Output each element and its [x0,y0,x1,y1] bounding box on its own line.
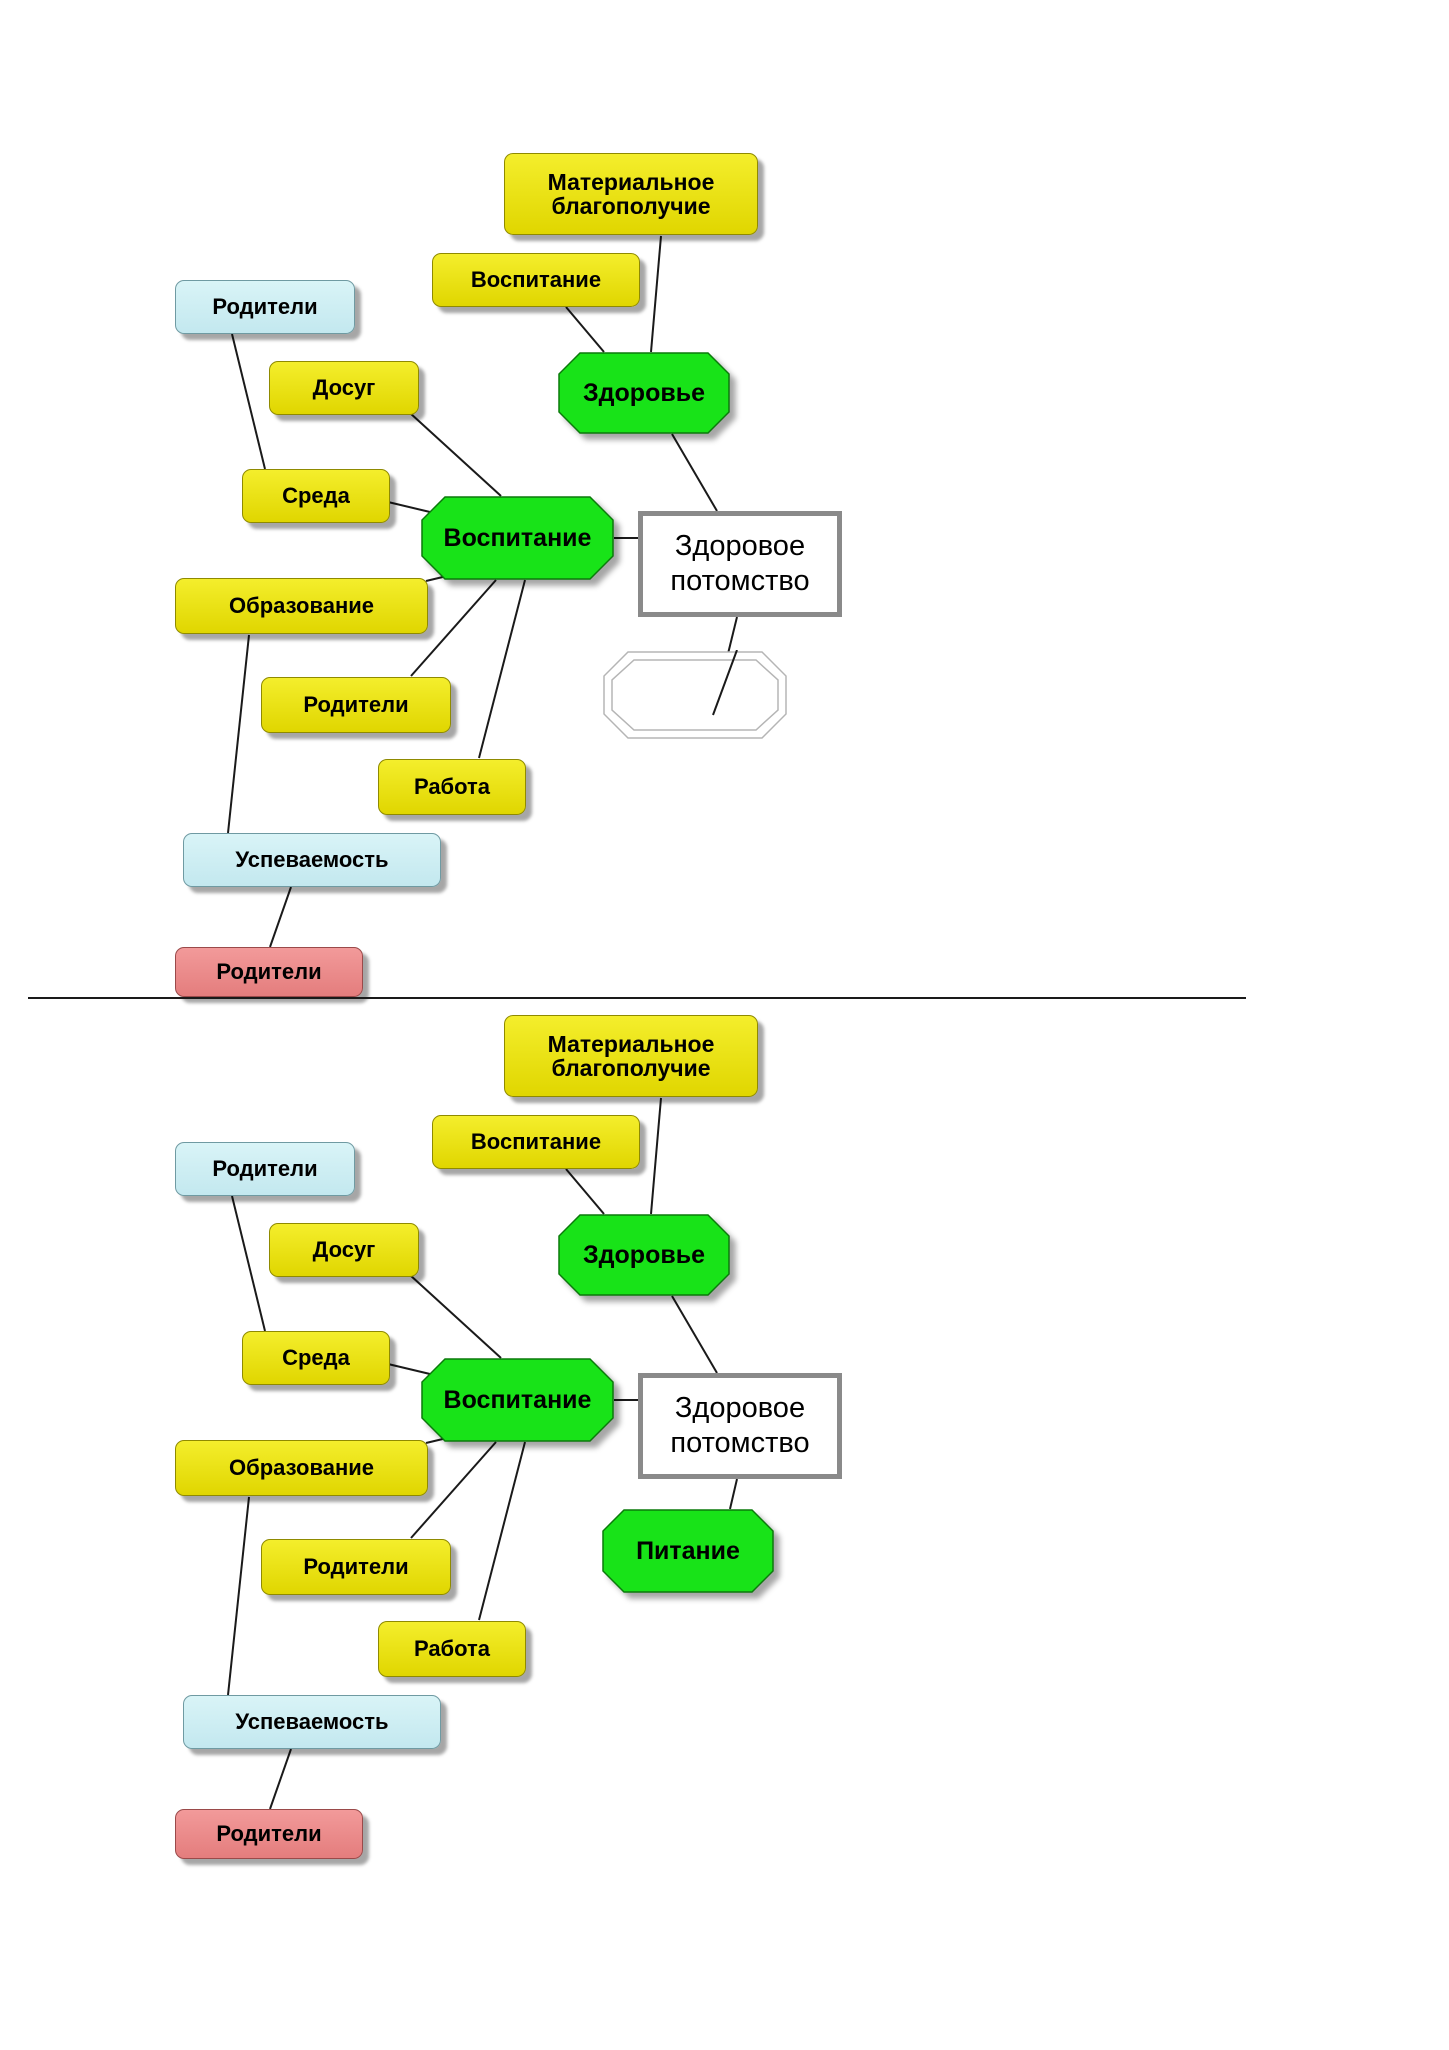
node-zdorove-label: Здоровье [583,1240,705,1269]
link-center-pitanie [729,1478,738,1510]
link-sreda-hub [387,501,431,513]
node-obrazovanie: Образование [175,578,428,634]
link-uspevaemost-roditeli [269,886,292,948]
link-dosug-hub [409,1274,502,1359]
link-material-zdorove [650,235,662,353]
node-sreda: Среда [242,469,390,523]
node-zdorove: Здоровье [558,352,730,434]
link-rabota-hub [478,579,526,759]
link-obrazovanie-uspevaemost [227,1496,250,1696]
node-roditeli-yellow: Родители [261,677,451,733]
node-rabota: Работа [378,1621,526,1677]
link-sreda-hub [387,1363,431,1375]
node-center: Здоровое потомство [638,1373,842,1479]
node-dosug: Досуг [269,1223,419,1277]
link-roditeli-hub [410,1441,497,1539]
octagon-shape [602,1509,774,1593]
node-uspevaemost: Успеваемость [183,1695,441,1749]
link-vospitanie-zdorove [565,306,605,353]
node-roditeli-red: Родители [175,947,363,997]
node-uspevaemost: Успеваемость [183,833,441,887]
node-dosug: Досуг [269,361,419,415]
node-sreda: Среда [242,1331,390,1385]
octagon-shape [558,352,730,434]
link-material-zdorove [650,1097,662,1215]
node-vospitanie-hub: Воспитание [421,1358,614,1442]
octagon-shape [421,496,614,580]
octagon-shape [421,1358,614,1442]
node-vospitanie-hub-label: Воспитание [443,523,592,552]
node-center: Здоровое потомство [638,511,842,617]
link-dosug-hub [409,412,502,497]
node-roditeli-yellow: Родители [261,1539,451,1595]
node-roditeli-cyan: Родители [175,280,355,334]
node-material: Материальное благополучие [504,153,758,235]
link-uspevaemost-roditeli [269,1748,292,1810]
link-roditeli-hub [410,579,497,677]
node-roditeli-red: Родители [175,1809,363,1859]
link-obrazovanie-uspevaemost [227,634,250,834]
node-vospitanie-leaf: Воспитание [432,253,640,307]
node-obrazovanie: Образование [175,1440,428,1496]
node-pitanie: Питание [602,1509,774,1593]
node-roditeli-cyan: Родители [175,1142,355,1196]
diagram-top: Материальное благополучие Воспитание Род… [0,0,1449,1000]
node-rabota: Работа [378,759,526,815]
node-vospitanie-hub: Воспитание [421,496,614,580]
link-zdorove-center [671,433,718,512]
link-zdorove-center [671,1295,718,1374]
node-vospitanie-hub-label: Воспитание [443,1385,592,1414]
octagon-shape [558,1214,730,1296]
link-roditeli-sreda [231,333,266,470]
link-vospitanie-zdorove [565,1168,605,1215]
divider-line [28,997,1246,999]
node-empty [602,650,788,740]
node-zdorove: Здоровье [558,1214,730,1296]
diagram-bottom: Материальное благополучие Воспитание Род… [0,862,1449,1862]
node-vospitanie-leaf: Воспитание [432,1115,640,1169]
octagon-outline-shape [603,650,787,739]
link-rabota-hub [478,1441,526,1621]
link-roditeli-sreda [231,1195,266,1332]
node-material: Материальное благополучие [504,1015,758,1097]
node-pitanie-label: Питание [636,1536,740,1565]
node-zdorove-label: Здоровье [583,378,705,407]
connector-lines [227,1097,738,1810]
